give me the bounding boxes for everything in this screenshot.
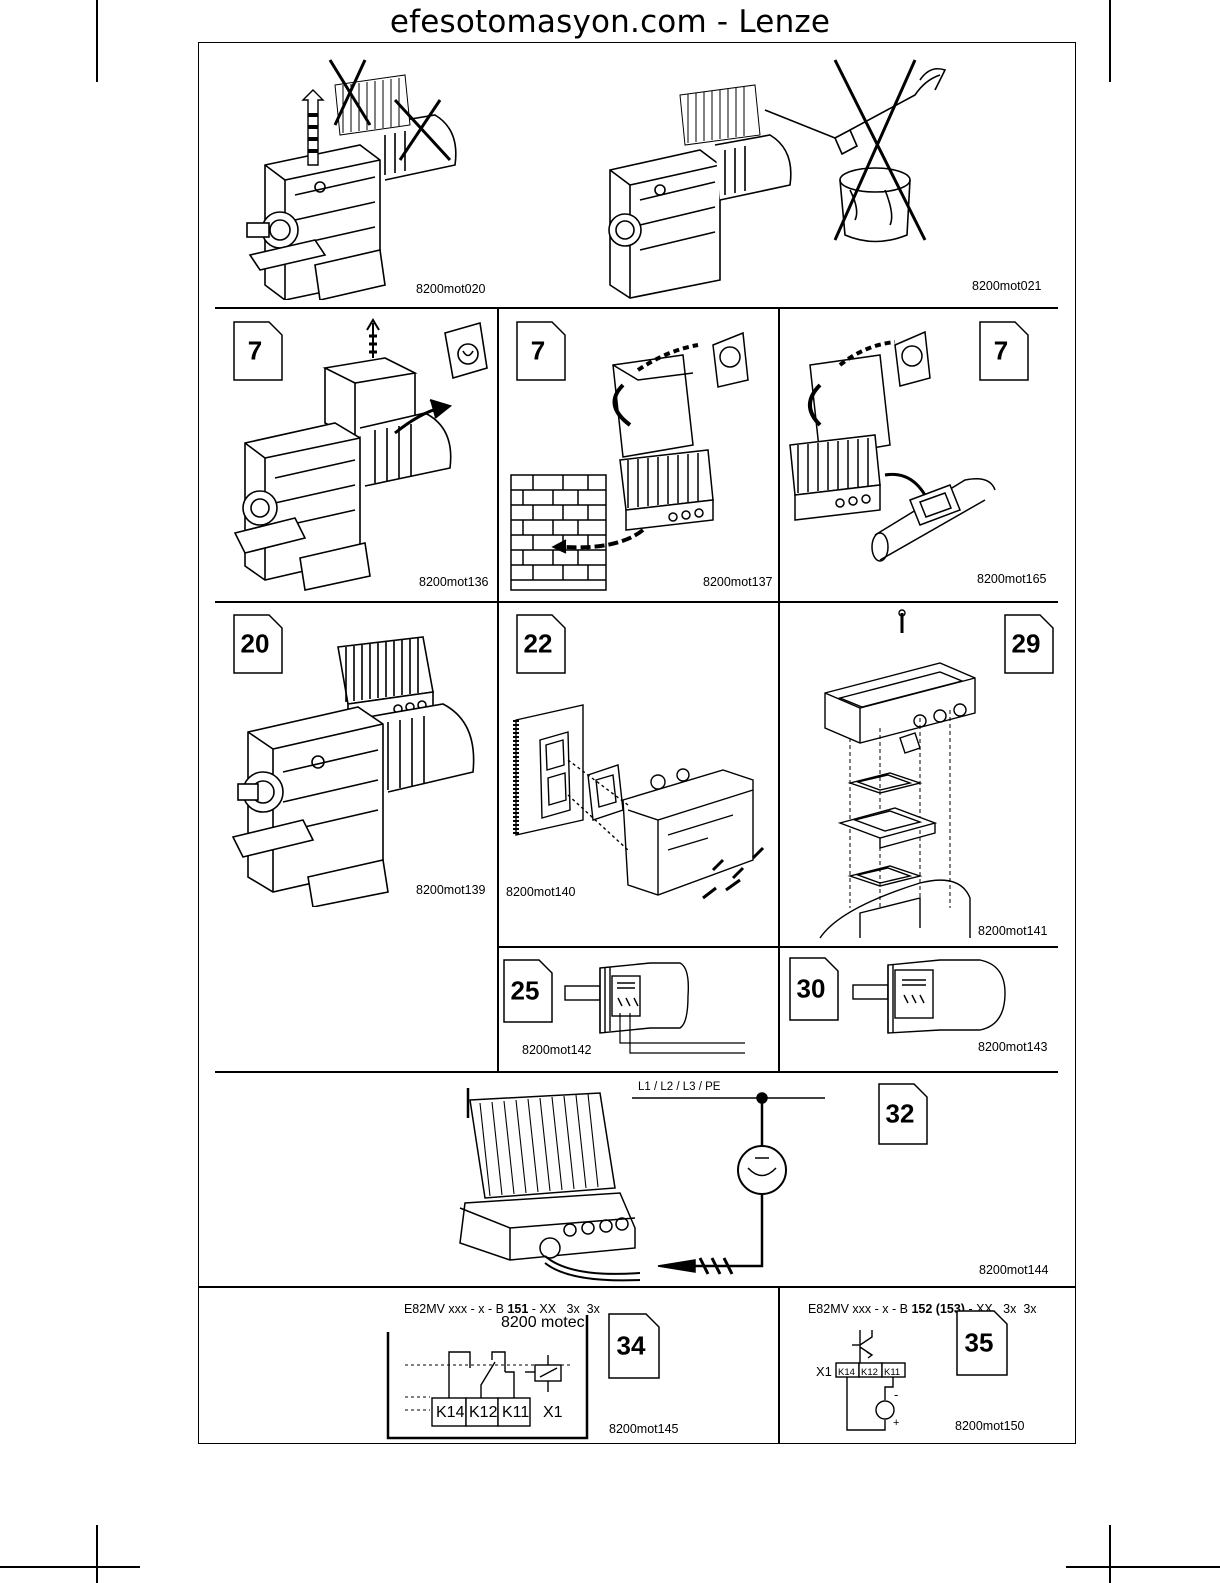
figure-code: 8200mot144 [979,1263,1049,1277]
variant-code-151: E82MV xxx - x - B 151 - XX 3x 3x [403,1302,600,1316]
figure-code: 8200mot150 [955,1419,1025,1433]
figure-code: 8200mot139 [416,883,486,897]
inverter-wall-mount-illustration [510,331,749,591]
crop-mark-bottom-rule-right [1066,1566,1220,1568]
row-divider-5 [198,1286,1076,1288]
crop-mark-bottom-right [1109,1525,1111,1583]
step-badge-7: 7 [233,321,283,381]
figure-code: 8200mot165 [977,572,1047,586]
step-badge-35: 35 [956,1310,1008,1376]
row-divider-4 [215,1071,1058,1073]
crop-mark-bottom-rule-left [0,1566,140,1568]
col-divider-2 [778,307,780,1071]
figure-code: 8200mot137 [703,575,773,589]
polarity-minus: - [894,1387,899,1402]
polarity-plus: + [893,1417,900,1429]
motor-terminal-wiring-illustration [564,962,745,1054]
terminal-x1: X1 [816,1364,832,1379]
row-divider-1 [215,307,1058,309]
terminal-k12: K12 [861,1367,878,1378]
motor-terminal-box-illustration [852,959,1006,1034]
supply-label: L1 / L2 / L3 / PE [638,1081,721,1093]
step-badge-29: 29 [1004,614,1054,674]
page-title: efesotomasyon.com - Lenze [389,4,831,40]
figure-code: 8200mot021 [972,279,1042,293]
figure-code: 8200mot020 [416,282,486,296]
crop-mark-top-left [96,0,98,82]
figure-code: 8200mot142 [522,1043,592,1057]
crop-mark-bottom-left [96,1525,98,1583]
geared-motor-with-inverter-illustration [231,636,475,907]
row-divider-3 [497,946,1058,948]
figure-code: 8200mot136 [419,575,489,589]
terminal-k11: K11 [502,1404,530,1421]
step-badge-22: 22 [516,614,566,674]
figure-code: 8200mot143 [978,1040,1048,1054]
motor-remove-inverter-illustration [233,318,488,591]
geared-motor-no-lift-illustration [246,59,457,300]
inverter-mains-connection-illustration [459,1088,825,1282]
step-badge-25: 25 [503,959,553,1023]
figure-code: 8200mot145 [609,1422,679,1436]
crop-mark-top-right [1109,0,1111,82]
terminal-k14: K14 [838,1367,855,1378]
step-badge-7: 7 [979,321,1029,381]
figure-code: 8200mot140 [506,885,576,899]
step-badge-30: 30 [789,957,839,1021]
step-badge-34: 34 [608,1313,660,1379]
inverter-motor-mount-illustration [789,330,996,562]
wall-mounting-kit-illustration [513,704,765,900]
relay-output-152-diagram [835,1330,906,1431]
relay-output-151-diagram [386,1315,589,1440]
figure-code: 8200mot141 [978,924,1048,938]
step-badge-32: 32 [878,1083,928,1145]
device-label: 8200 motec [501,1314,585,1331]
geared-motor-no-paint-illustration [608,59,947,299]
terminal-k11: K11 [884,1367,901,1378]
terminal-k14: K14 [436,1404,465,1421]
instruction-sheet-frame [198,42,1076,1444]
terminal-x1: X1 [543,1404,563,1421]
row-divider-2 [215,601,1058,603]
step-badge-7: 7 [516,321,566,381]
col-divider-1 [497,307,499,1071]
col-divider-3 [778,1286,780,1444]
terminal-k12: K12 [469,1404,498,1421]
exploded-terminal-box-illustration [819,609,976,939]
step-badge-20: 20 [233,614,283,674]
